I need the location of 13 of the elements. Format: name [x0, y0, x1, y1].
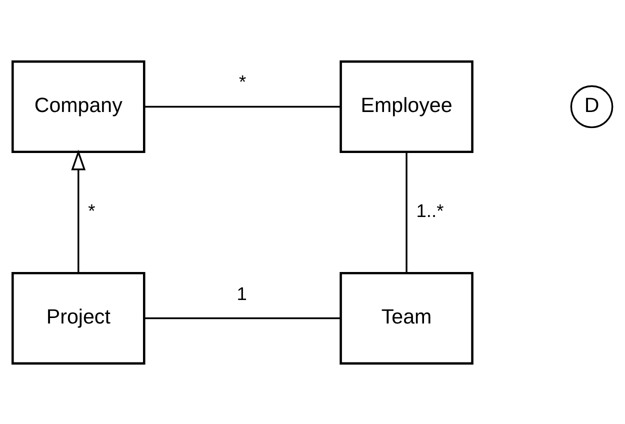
- edge-label: 1..*: [416, 199, 444, 220]
- connector: [144, 105, 341, 108]
- connector: [406, 152, 408, 272]
- node-circle: D: [570, 84, 614, 128]
- edge-label: 1: [236, 282, 247, 304]
- connector: [144, 316, 341, 319]
- edge-label: *: [88, 199, 96, 220]
- edge-label: *: [239, 70, 246, 92]
- arrow: [71, 149, 86, 272]
- node-box: Team: [340, 271, 474, 364]
- node-box: Company: [12, 60, 146, 153]
- node-box: Project: [12, 271, 146, 364]
- node-box: Employee: [340, 60, 474, 153]
